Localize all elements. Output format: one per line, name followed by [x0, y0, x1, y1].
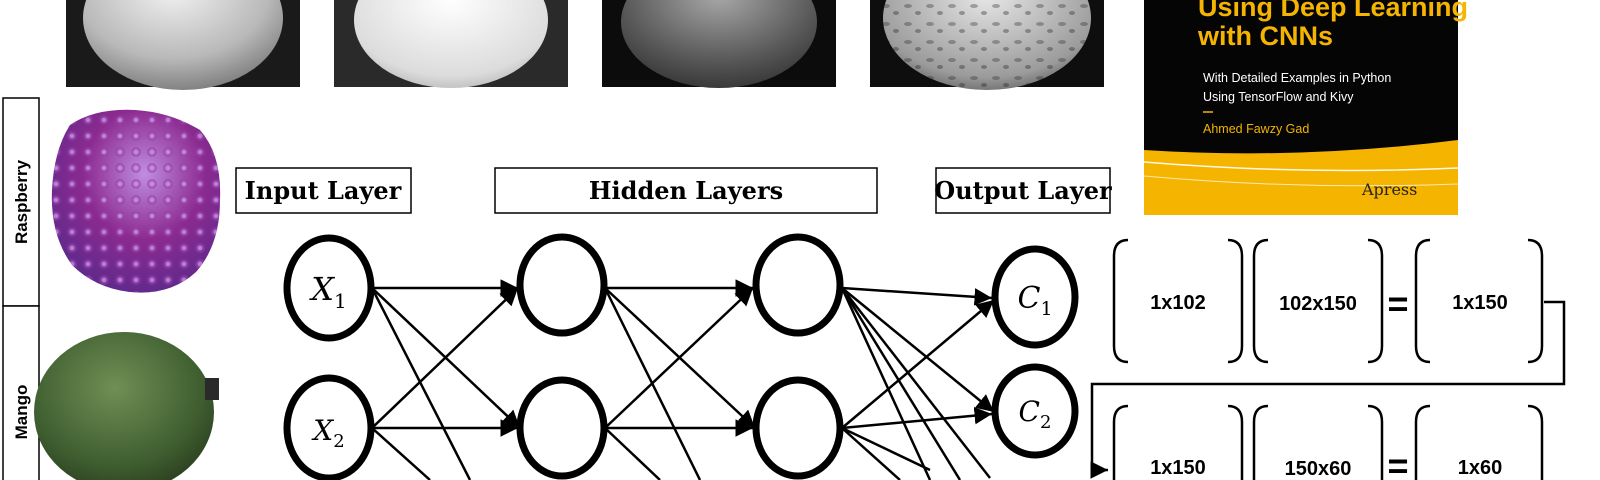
output-c2-symbol: C — [1019, 395, 1040, 428]
svg-text:C1: C1 — [1017, 281, 1052, 320]
mango-image — [34, 332, 219, 480]
fruit-label-raspberry: Raspberry — [12, 159, 31, 244]
hidden-neuron-2-1 — [752, 233, 844, 337]
eq2-equals-sign: = — [1387, 445, 1408, 480]
grayscale-fruit-image-3 — [602, 0, 836, 88]
matrix-equations — [1090, 238, 1566, 480]
hidden-neuron-1-1 — [516, 233, 608, 337]
book-subtitle-line2: Using TensorFlow and Kivy — [1203, 90, 1354, 104]
grayscale-fruit-image-4 — [870, 0, 1104, 90]
output-neuron-c1 — [991, 245, 1079, 349]
eq2-result: 1x60 — [1458, 457, 1503, 479]
input-x2-symbol: X — [311, 414, 334, 447]
hidden-neurons — [516, 233, 844, 480]
input-neuron-x1 — [283, 234, 375, 342]
eq2-operand-b: 150x60 — [1285, 458, 1352, 480]
book-title-line2: with CNNs — [1197, 21, 1333, 51]
hidden-layers-header: Hidden Layers — [589, 176, 783, 205]
output-neurons: C1 C2 — [991, 245, 1079, 459]
matrix-equation-labels: 1x102 102x150 = 1x150 1x150 150x60 = 1x6… — [1150, 283, 1508, 480]
svg-text:X1: X1 — [308, 270, 347, 313]
raspberry-image — [51, 109, 221, 293]
input-x1-symbol: X — [308, 270, 335, 308]
output-neuron-c2 — [991, 363, 1079, 459]
layer-headers: Input Layer Hidden Layers Output Layer — [235, 167, 1112, 214]
input-neuron-x2 — [283, 374, 375, 480]
book-subtitle-line1: With Detailed Examples in Python — [1203, 71, 1391, 85]
grayscale-fruit-images — [66, 0, 1104, 90]
hidden-neuron-2-2 — [752, 376, 844, 480]
fruit-label-column: Raspberry Mango — [2, 97, 40, 480]
book-author: Ahmed Fawzy Gad — [1203, 122, 1309, 136]
input-x1-subscript: 1 — [334, 289, 347, 313]
eq1-operand-b: 102x150 — [1279, 293, 1357, 315]
network-connections — [370, 279, 995, 480]
book-cover[interactable]: Using Deep Learning with CNNs With Detai… — [1143, 0, 1468, 215]
book-cover-accent-band — [1144, 140, 1458, 215]
output-layer-header: Output Layer — [934, 176, 1112, 205]
eq1-operand-a: 1x102 — [1150, 292, 1206, 314]
hidden-neuron-1-2 — [516, 376, 608, 480]
book-publisher: Apress — [1361, 180, 1417, 199]
output-c1-subscript: 1 — [1040, 298, 1052, 320]
fruit-label-mango: Mango — [12, 385, 31, 440]
output-c1-symbol: C — [1017, 281, 1040, 316]
book-title-line1: Using Deep Learning — [1198, 0, 1468, 22]
input-neurons: X1 X2 — [283, 234, 375, 480]
input-layer-header: Input Layer — [245, 176, 402, 205]
output-c2-subscript: 2 — [1040, 412, 1051, 433]
svg-text:X2: X2 — [311, 414, 344, 452]
input-x2-subscript: 2 — [333, 431, 344, 452]
grayscale-fruit-image-2 — [334, 0, 568, 88]
eq1-equals-sign: = — [1387, 283, 1408, 324]
eq1-result: 1x150 — [1452, 292, 1508, 314]
svg-text:C2: C2 — [1019, 395, 1052, 433]
eq2-operand-a: 1x150 — [1150, 457, 1206, 479]
grayscale-fruit-image-1 — [66, 0, 300, 90]
